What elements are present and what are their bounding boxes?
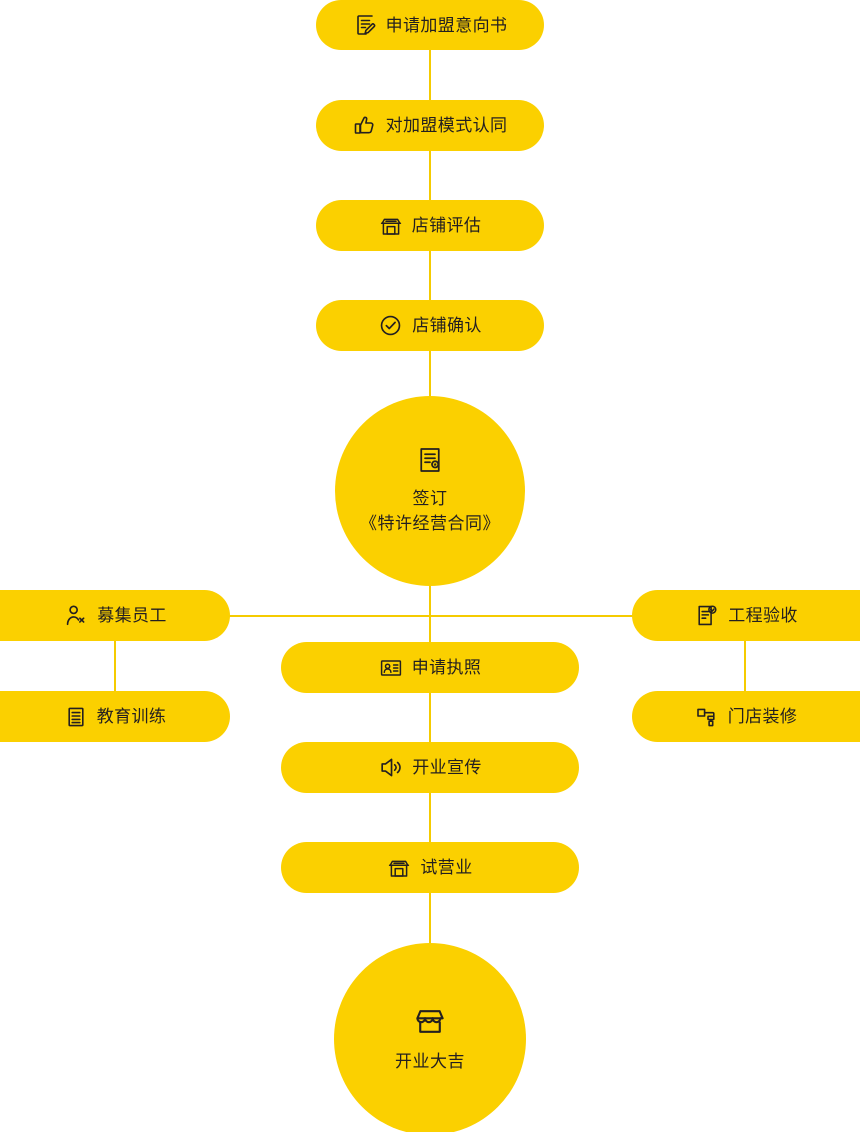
node-label: 开业大吉: [395, 1051, 465, 1071]
node-store-confirmation[interactable]: 店铺确认: [316, 300, 544, 351]
node-label: 募集员工: [97, 606, 167, 625]
node-label: 签订 《特许经营合同》: [360, 489, 500, 533]
storefront-icon: [379, 214, 403, 238]
megaphone-icon: [378, 755, 403, 780]
connector-n8-n9: [744, 641, 746, 691]
connector-n6-n7: [114, 641, 116, 691]
node-grand-opening[interactable]: 开业大吉: [334, 943, 526, 1132]
node-store-decoration[interactable]: 门店装修: [632, 691, 860, 742]
connector-branch-left: [228, 615, 431, 617]
id-card-icon: [379, 656, 403, 680]
connector-n10-n11: [429, 693, 431, 743]
node-label: 店铺确认: [412, 316, 482, 335]
node-label: 工程验收: [728, 606, 798, 625]
node-apply-license[interactable]: 申请执照: [281, 642, 579, 693]
connector-n12-n13: [429, 893, 431, 943]
connector-branch-right: [429, 615, 633, 617]
thumbs-up-icon: [353, 114, 377, 138]
node-label: 开业宣传: [412, 758, 482, 777]
document-pencil-icon: [353, 13, 377, 37]
node-label: 门店装修: [727, 707, 798, 726]
connector-n2-n3: [429, 151, 431, 200]
connector-n3-n4: [429, 251, 431, 300]
node-construction-acceptance[interactable]: 工程验收: [632, 590, 860, 641]
connector-n1-n2: [429, 50, 431, 100]
node-label: 申请加盟意向书: [385, 15, 508, 35]
connector-n5-n10: [429, 584, 431, 643]
node-label: 店铺评估: [411, 216, 482, 235]
node-agree-franchise-model[interactable]: 对加盟模式认同: [316, 100, 544, 151]
connector-n4-n5: [429, 351, 431, 396]
document-check-icon: [694, 603, 719, 628]
contract-seal-icon: [415, 445, 445, 475]
node-label: 试营业: [420, 858, 473, 877]
node-store-assessment[interactable]: 店铺评估: [316, 200, 544, 251]
check-circle-icon: [378, 313, 403, 338]
user-recruit-icon: [63, 603, 88, 628]
node-education-training[interactable]: 教育训练: [0, 691, 230, 742]
connector-n11-n12: [429, 793, 431, 842]
paint-roller-icon: [695, 705, 719, 729]
node-label: 对加盟模式认同: [385, 116, 508, 135]
node-apply-intent-letter[interactable]: 申请加盟意向书: [316, 0, 544, 50]
node-sign-franchise-contract[interactable]: 签订 《特许经营合同》: [335, 396, 525, 586]
node-trial-operation[interactable]: 试营业: [281, 842, 579, 893]
book-lines-icon: [64, 705, 88, 729]
node-recruit-staff[interactable]: 募集员工: [0, 590, 230, 641]
storefront-icon: [387, 856, 411, 880]
shop-awning-icon: [413, 1004, 447, 1038]
node-opening-promotion[interactable]: 开业宣传: [281, 742, 579, 793]
node-label: 教育训练: [96, 707, 167, 726]
node-label: 申请执照: [411, 658, 482, 677]
